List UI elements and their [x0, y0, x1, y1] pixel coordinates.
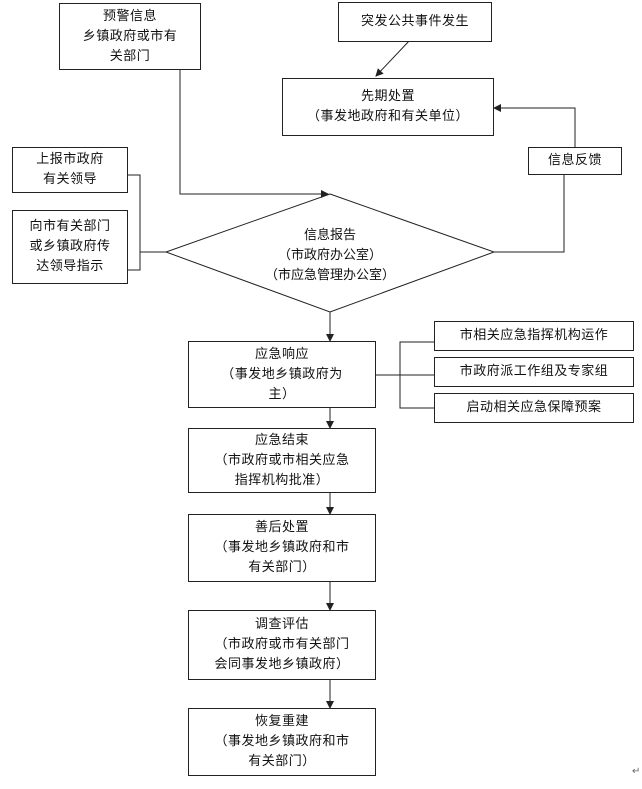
initial-handling-box: 先期处置 （事发地政府和有关单位）	[282, 78, 494, 136]
emergency-end-box: 应急结束 （市政府或市相关应急 指挥机构批准）	[188, 428, 376, 493]
guarantee-plan-box: 启动相关应急保障预案	[434, 393, 634, 423]
warning-info-box: 预警信息 乡镇政府或市有 关部门	[59, 3, 201, 70]
emergency-response-box: 应急响应 （事发地乡镇政府为 主）	[188, 341, 376, 408]
report-leaders-box: 上报市政府 有关领导	[12, 147, 128, 193]
work-group-box: 市政府派工作组及专家组	[434, 357, 634, 387]
public-event-box: 突发公共事件发生	[338, 2, 492, 42]
aftermath-box: 善后处置 （事发地乡镇政府和市 有关部门）	[188, 514, 376, 582]
convey-instructions-box: 向市有关部门 或乡镇政府传 达领导指示	[12, 210, 128, 284]
arrow-warning-to-report	[179, 70, 329, 198]
investigation-box: 调查评估 （市政府或市有关部门 会同事发地乡镇政府）	[188, 610, 376, 680]
command-agency-box: 市相关应急指挥机构运作	[434, 321, 634, 351]
reconstruction-box: 恢复重建 （事发地乡镇政府和市 有关部门）	[188, 708, 376, 776]
arrow-event-to-initial	[375, 39, 411, 77]
paragraph-mark: ↵	[632, 766, 641, 777]
arrow-feedback-to-initial	[494, 175, 565, 253]
info-feedback-box: 信息反馈	[528, 147, 622, 175]
info-report-text: 信息报告 （市政府办公室） （市应急管理办公室）	[264, 228, 395, 283]
left-bracket	[128, 174, 141, 271]
